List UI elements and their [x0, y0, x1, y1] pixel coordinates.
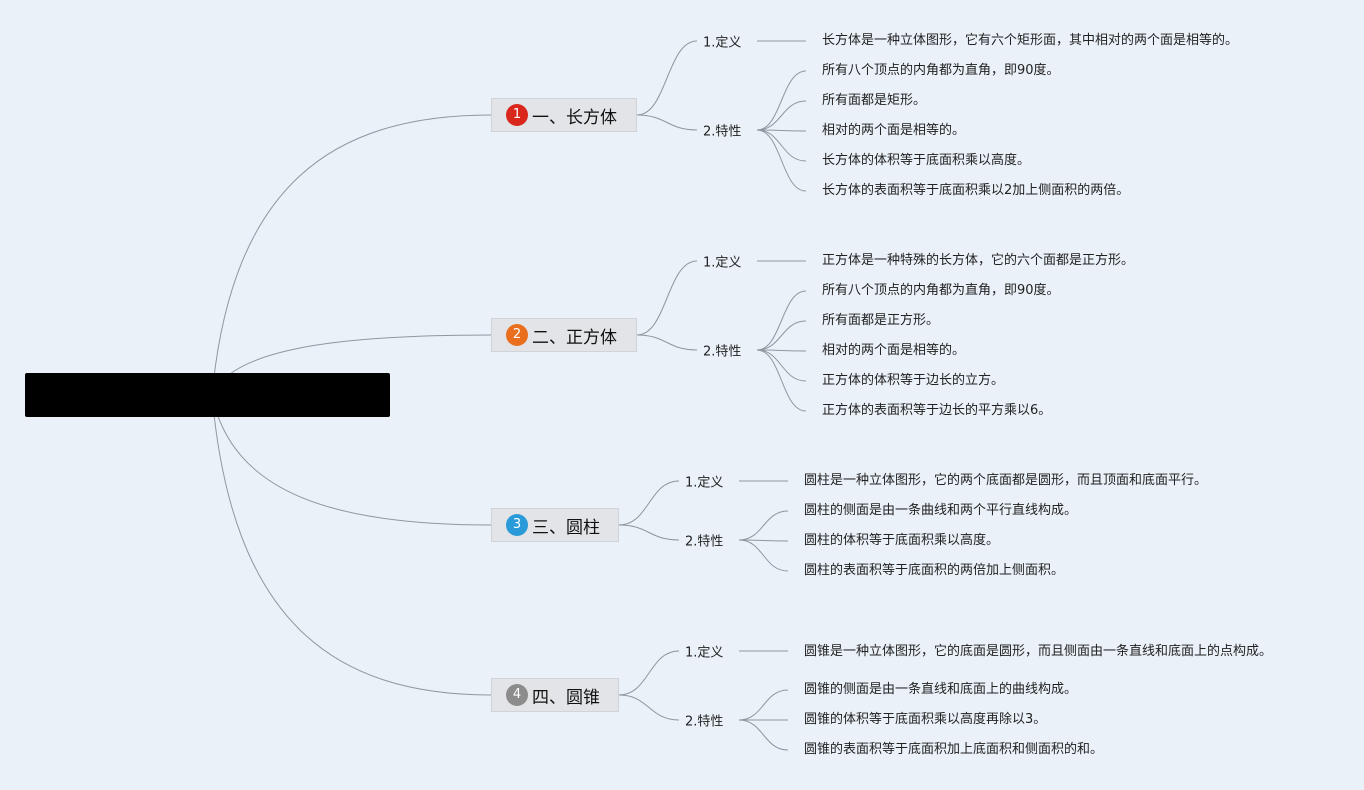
property-item: 正方体的表面积等于边长的平方乘以6。 — [822, 403, 1052, 418]
definition-text: 圆锥是一种立体图形，它的底面是圆形，而且侧面由一条直线和底面上的点构成。 — [804, 644, 1273, 659]
property-item: 圆柱的体积等于底面积乘以高度。 — [804, 533, 1000, 548]
property-item: 圆柱的表面积等于底面积的两倍加上侧面积。 — [804, 563, 1065, 578]
definition-label[interactable]: 1.定义 — [703, 35, 742, 51]
property-item: 圆锥的体积等于底面积乘以高度再除以3。 — [804, 712, 1047, 727]
definition-label[interactable]: 1.定义 — [685, 475, 724, 491]
property-item: 正方体的体积等于边长的立方。 — [822, 373, 1005, 388]
definition-text: 正方体是一种特殊的长方体，它的六个面都是正方形。 — [822, 253, 1135, 268]
properties-label[interactable]: 2.特性 — [703, 344, 742, 360]
property-item: 所有八个顶点的内角都为直角，即90度。 — [822, 283, 1060, 298]
property-item: 圆柱的侧面是由一条曲线和两个平行直线构成。 — [804, 503, 1078, 518]
definition-text: 圆柱是一种立体图形，它的两个底面都是圆形，而且顶面和底面平行。 — [804, 473, 1208, 488]
property-item: 圆锥的表面积等于底面积加上底面积和侧面积的和。 — [804, 742, 1104, 757]
branch-label: 二、正方体 — [532, 327, 617, 348]
property-item: 长方体的体积等于底面积乘以高度。 — [822, 153, 1031, 168]
number-badge-icon: 3 — [506, 514, 528, 536]
property-item: 所有面都是矩形。 — [822, 93, 927, 108]
branch-label: 三、圆柱 — [532, 517, 600, 538]
property-item: 相对的两个面是相等的。 — [822, 123, 966, 138]
property-item: 长方体的表面积等于底面积乘以2加上侧面积的两倍。 — [822, 183, 1130, 198]
branch-label: 四、圆锥 — [532, 687, 600, 708]
branch-label: 一、长方体 — [532, 107, 617, 128]
property-item: 相对的两个面是相等的。 — [822, 343, 966, 358]
properties-label[interactable]: 2.特性 — [685, 714, 724, 730]
property-item: 所有面都是正方形。 — [822, 313, 940, 328]
definition-label[interactable]: 1.定义 — [685, 645, 724, 661]
number-badge-icon: 1 — [506, 104, 528, 126]
definition-label[interactable]: 1.定义 — [703, 255, 742, 271]
number-badge-icon: 4 — [506, 684, 528, 706]
property-item: 所有八个顶点的内角都为直角，即90度。 — [822, 63, 1060, 78]
definition-text: 长方体是一种立体图形，它有六个矩形面，其中相对的两个面是相等的。 — [822, 33, 1239, 48]
central-topic-redacted[interactable] — [25, 373, 390, 417]
property-item: 圆锥的侧面是由一条直线和底面上的曲线构成。 — [804, 682, 1078, 697]
number-badge-icon: 2 — [506, 324, 528, 346]
properties-label[interactable]: 2.特性 — [685, 534, 724, 550]
properties-label[interactable]: 2.特性 — [703, 124, 742, 140]
